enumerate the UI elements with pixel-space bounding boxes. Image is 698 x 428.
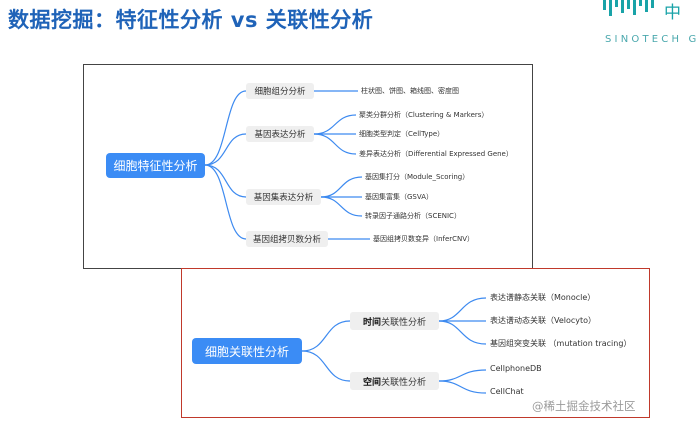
leaf-velocyto: 表达谱动态关联（Velocyto） [490,316,597,325]
association-analysis-frame [181,268,650,418]
leaf-scenic: 转录因子通路分析（SCENIC） [365,212,461,220]
branch-spatial-bold: 空间 [362,377,381,388]
leaf-infercnv: 基因组拷贝数变异（InferCNV） [373,235,475,243]
leaf-plots: 柱状图、饼图、箱线图、密度图 [361,87,459,95]
leaf-deg: 差异表达分析（Differential Expressed Gene） [359,150,513,158]
leaf-mutation-tracing: 基因组突变关联 （mutation tracing） [490,339,632,348]
page-title: 数据挖掘：特征性分析 vs 关联性分析 [8,8,374,32]
branch-temporal-rest: 关联性分析 [381,317,427,328]
branch-cell-composition: 细胞组分分析 [246,83,314,99]
leaf-module-scoring: 基因集打分（Module_Scoring） [365,173,470,181]
logo-text: SINOTECH GE [605,34,698,45]
branch-temporal-bold: 时间 [362,317,381,328]
branch-temporal: 时间关联性分析 [350,312,439,330]
leaf-monocle: 表达谱静态关联（Monocle） [490,293,596,302]
association-root-node: 细胞关联性分析 [192,338,302,364]
leaf-gsva: 基因集富集（GSVA） [365,193,433,201]
leaf-cellchat: CellChat [490,387,524,396]
logo-character: 中 [664,3,681,23]
watermark: @稀土掘金技术社区 [532,399,636,413]
branch-spatial: 空间关联性分析 [350,372,439,390]
branch-copy-number: 基因组拷贝数分析 [246,231,328,247]
logo-icon [603,0,654,16]
leaf-clustering: 聚类分群分析（Clustering & Markers） [359,111,489,119]
branch-spatial-rest: 关联性分析 [381,377,427,388]
branch-gene-expression: 基因表达分析 [246,126,314,142]
leaf-celltype: 细胞类型判定（CellType） [359,130,445,138]
feature-root-node: 细胞特征性分析 [106,153,205,178]
branch-gene-set-expression: 基因集表达分析 [246,189,321,205]
leaf-cellphonedb: CellphoneDB [490,364,542,373]
